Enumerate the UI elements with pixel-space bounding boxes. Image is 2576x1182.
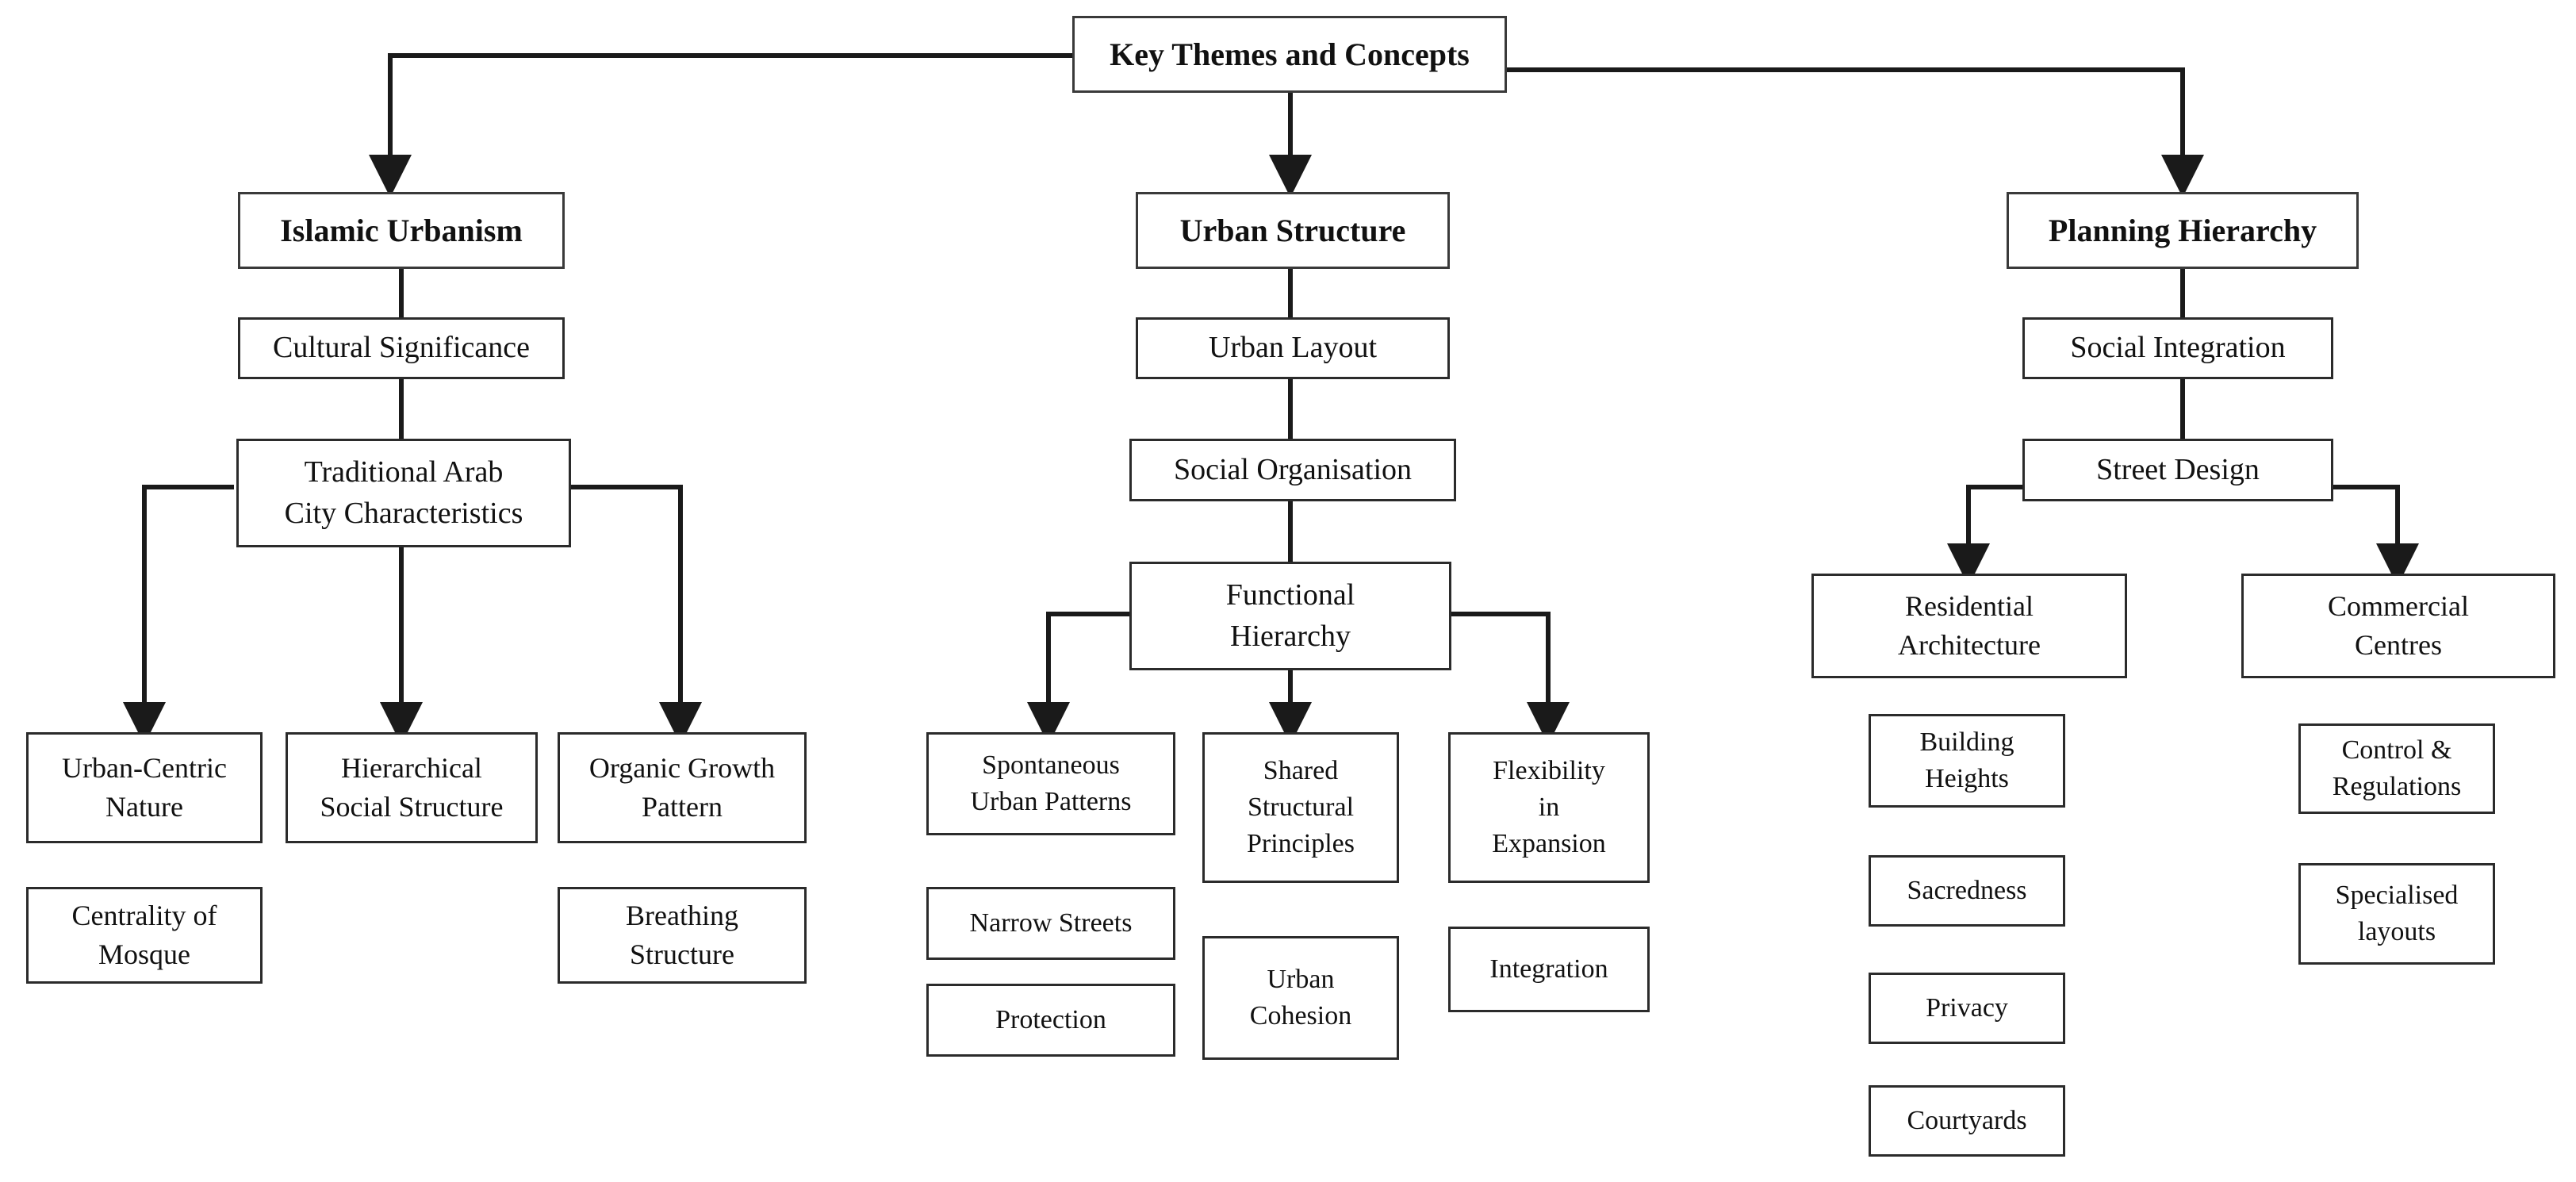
- node-social-integration[interactable]: Social Integration: [2022, 317, 2333, 379]
- node-integration[interactable]: Integration: [1448, 927, 1650, 1012]
- node-root[interactable]: Key Themes and Concepts: [1072, 16, 1507, 93]
- node-urban-layout[interactable]: Urban Layout: [1136, 317, 1450, 379]
- node-shared-structural-principles[interactable]: Shared Structural Principles: [1202, 732, 1399, 883]
- node-protection[interactable]: Protection: [926, 984, 1175, 1057]
- node-specialised-layouts[interactable]: Specialised layouts: [2298, 863, 2495, 965]
- node-branch-islamic-urbanism[interactable]: Islamic Urbanism: [238, 192, 565, 269]
- node-branch-urban-structure[interactable]: Urban Structure: [1136, 192, 1450, 269]
- node-branch-planning-hierarchy[interactable]: Planning Hierarchy: [2007, 192, 2359, 269]
- node-residential-architecture[interactable]: Residential Architecture: [1811, 574, 2127, 678]
- node-narrow-streets[interactable]: Narrow Streets: [926, 887, 1175, 960]
- node-cultural-significance[interactable]: Cultural Significance: [238, 317, 565, 379]
- node-flexibility-in-expansion[interactable]: Flexibility in Expansion: [1448, 732, 1650, 883]
- node-centrality-of-mosque[interactable]: Centrality of Mosque: [26, 887, 263, 984]
- node-control-and-regulations[interactable]: Control & Regulations: [2298, 723, 2495, 814]
- node-urban-cohesion[interactable]: Urban Cohesion: [1202, 936, 1399, 1060]
- node-breathing-structure[interactable]: Breathing Structure: [558, 887, 807, 984]
- node-courtyards[interactable]: Courtyards: [1869, 1085, 2065, 1157]
- node-spontaneous-urban-patterns[interactable]: Spontaneous Urban Patterns: [926, 732, 1175, 835]
- node-urban-centric-nature[interactable]: Urban-Centric Nature: [26, 732, 263, 843]
- node-privacy[interactable]: Privacy: [1869, 973, 2065, 1044]
- node-organic-growth-pattern[interactable]: Organic Growth Pattern: [558, 732, 807, 843]
- node-social-organisation[interactable]: Social Organisation: [1129, 439, 1456, 501]
- node-building-heights[interactable]: Building Heights: [1869, 714, 2065, 808]
- node-sacredness[interactable]: Sacredness: [1869, 855, 2065, 927]
- node-street-design[interactable]: Street Design: [2022, 439, 2333, 501]
- node-hierarchical-social-structure[interactable]: Hierarchical Social Structure: [286, 732, 538, 843]
- node-traditional-arab-city-characteristics[interactable]: Traditional Arab City Characteristics: [236, 439, 571, 547]
- node-functional-hierarchy[interactable]: Functional Hierarchy: [1129, 562, 1451, 670]
- node-commercial-centres[interactable]: Commercial Centres: [2241, 574, 2555, 678]
